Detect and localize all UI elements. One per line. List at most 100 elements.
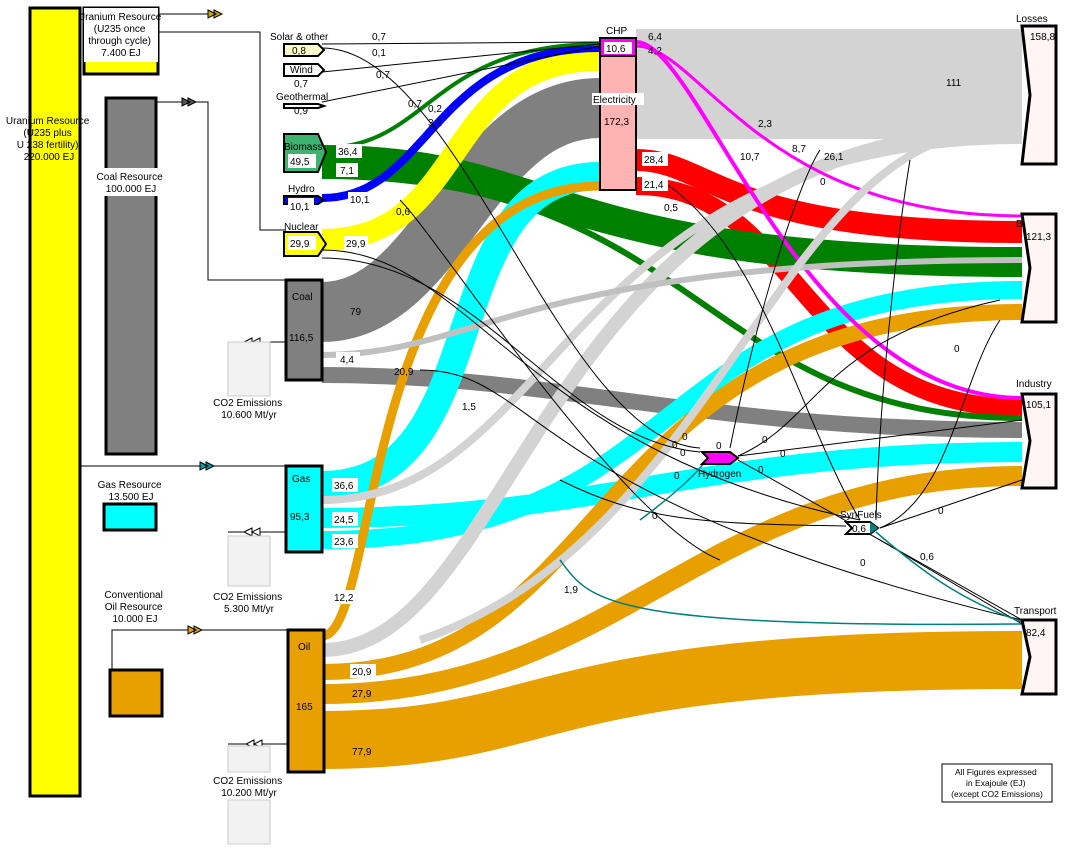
flow-coal-industry	[321, 367, 1023, 438]
label-bg	[336, 144, 362, 158]
flow-label: 36,4	[338, 147, 358, 158]
flow-label: 27,9	[352, 689, 372, 700]
coal-label: Coal	[292, 292, 313, 303]
flow-label: 24,5	[334, 515, 354, 526]
flow-label: 0	[758, 465, 764, 476]
uranium-plus-label: Uranium Resource (U235 plus U 238 fertil…	[6, 116, 92, 163]
end-uses: Losses 158,8 Buildings 121,3 Industry 10…	[1014, 14, 1058, 696]
flow-value-labels: 0,7 0,1 0,7 0,7 0,2 3,1 36,4 7,1 10,1 0,…	[332, 32, 962, 758]
label-bg	[332, 590, 356, 604]
oil-emission-box	[227, 745, 271, 773]
wind-node	[283, 63, 326, 77]
nuclear-value-bg	[288, 236, 316, 250]
flow-label: 26,1	[824, 152, 844, 163]
flow-label: 0,1	[372, 48, 386, 59]
line-trans-back	[879, 539, 1023, 625]
flow-oil-electricity	[320, 181, 601, 641]
gas-emission-box	[227, 535, 271, 587]
nuclear-label: Nuclear	[284, 222, 319, 233]
coal-node	[284, 278, 324, 382]
flow-label: 10,7	[740, 152, 760, 163]
flow-label: 0	[682, 432, 688, 443]
geothermal-value: 0,9	[294, 106, 308, 117]
flow-biomass-industry	[321, 173, 1023, 421]
biomass-value-bg	[288, 154, 316, 168]
flow-nuclear-electricity	[321, 49, 601, 251]
flow-label: 3,1	[428, 118, 442, 129]
flow-label: 0,7	[408, 99, 422, 110]
flow-label: 0	[652, 511, 658, 522]
flow-label: 0,5	[664, 203, 678, 214]
flow-label: 12,2	[334, 593, 354, 604]
flow-label: 4,4	[340, 355, 354, 366]
flow-label: 6,4	[648, 32, 662, 43]
label-bg	[348, 192, 374, 206]
flow-label: 0,6	[920, 552, 934, 563]
flow-label: 1,9	[564, 585, 578, 596]
hydrogen-node	[699, 451, 740, 465]
oil-emission-box-lower	[227, 799, 271, 845]
label-bg	[344, 236, 368, 250]
flow-coal-buildings	[321, 257, 1023, 358]
label-bg	[332, 512, 358, 526]
oil-resource-label: Conventional Oil Resource 10.000 EJ	[104, 590, 165, 625]
flow-chp-industry	[635, 40, 1023, 400]
gas-resource-bar	[102, 502, 158, 532]
oil-emission-label: CO2 Emissions 10.200 Mt/yr	[213, 776, 285, 799]
oil-link	[111, 629, 188, 670]
thin-lines	[321, 41, 1023, 625]
flow-label: 28,4	[644, 155, 664, 166]
flow-label: 0,6	[396, 207, 410, 218]
uranium-plus-bar	[28, 6, 82, 798]
solar-node	[283, 43, 326, 57]
industry-node	[1020, 392, 1058, 490]
oil-node	[286, 628, 326, 774]
line-geothermal	[321, 45, 601, 103]
flow-label: 0	[680, 448, 686, 459]
coal-value: 116,5	[289, 333, 314, 344]
gas-emission-label: CO2 Emissions 5.300 Mt/yr	[213, 592, 285, 615]
flow-label: 0	[716, 441, 722, 452]
line-nuclear-trans	[321, 249, 861, 521]
flow-label: 77,9	[352, 747, 372, 758]
coal-link-b	[196, 101, 286, 281]
oil-label: Oil	[298, 642, 310, 653]
label-bg	[350, 664, 376, 678]
line-hydro-low	[399, 199, 721, 561]
hydro-label: Hydro	[288, 184, 315, 195]
geothermal-node	[283, 103, 328, 109]
flow-label: 20,9	[394, 367, 414, 378]
flow-label: 0,7	[376, 70, 390, 81]
flow-oil-transport	[321, 631, 1023, 769]
losses-label: Losses	[1016, 14, 1048, 25]
flows	[319, 28, 1023, 769]
hydro-value: 10,1	[290, 202, 310, 213]
flow-label: 8,7	[792, 144, 806, 155]
line-solar-chp	[321, 41, 601, 45]
flow-label: 21,4	[644, 180, 664, 191]
line-coal-transport	[419, 369, 1023, 621]
flow-label: 0	[820, 177, 826, 188]
coal-emission-label: CO2 Emissions 10.600 Mt/yr	[213, 398, 285, 421]
gas-emission-arrow-icon	[242, 527, 261, 537]
biomass-label: Biomass	[284, 142, 322, 153]
line-h2-buildings	[737, 299, 1001, 457]
electricity-label: Electricity	[593, 95, 636, 106]
flow-label: 79	[350, 307, 362, 318]
flow-label: 7,1	[340, 166, 354, 177]
flow-label: 36,6	[334, 481, 354, 492]
flow-label: 2,3	[758, 119, 772, 130]
gas-value: 95,3	[290, 512, 310, 523]
gas-resource-label: Gas Resource 13.500 EJ	[98, 480, 165, 503]
line-el-syn	[659, 179, 861, 521]
label-bg	[332, 534, 358, 548]
label-bg	[642, 152, 668, 166]
flow-label: 0	[672, 440, 678, 451]
oil-arrow-icon	[187, 625, 204, 635]
uranium-once-link	[158, 31, 286, 231]
flow-label: 0	[954, 344, 960, 355]
oil-value: 165	[296, 702, 313, 713]
coal-arrow-icon	[181, 97, 198, 107]
chp-label: CHP	[606, 26, 627, 37]
flow-electricity-transport-grey	[418, 126, 1001, 644]
